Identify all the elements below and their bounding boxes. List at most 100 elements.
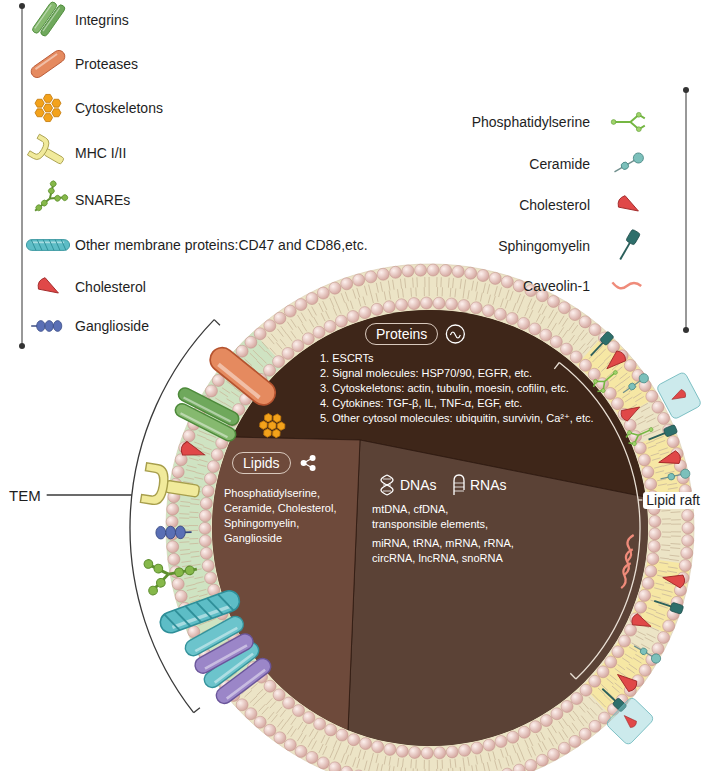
phospholipid-head <box>293 705 305 717</box>
ceramide-ball <box>639 647 648 656</box>
phospholipid-head <box>313 326 325 338</box>
legend-text: Integrins <box>75 12 129 28</box>
phospholipid-head <box>335 315 347 327</box>
cylinder <box>157 588 242 636</box>
cytoskeleton-hexagon <box>43 94 52 102</box>
phospholipid-head <box>639 589 651 601</box>
snare-bead <box>156 578 166 588</box>
phospholipid-head <box>477 270 489 282</box>
phospholipid-head <box>167 541 179 553</box>
phospholipid-head <box>204 473 216 485</box>
phospholipid-head <box>254 716 266 728</box>
icon-cer <box>612 151 645 176</box>
sphingomyelin-head <box>600 331 615 346</box>
phospholipid-head <box>427 264 439 276</box>
sector-body-text: Phosphatidylserine, Ceramide, Cholestero… <box>224 486 349 546</box>
phospholipid-head <box>681 547 693 559</box>
helix-stripe <box>207 595 223 618</box>
sector-body-text: 5. Other cytosol molecules: ubiquitin, s… <box>320 412 594 425</box>
phospholipid-head <box>551 708 563 720</box>
phospholipid-head <box>175 590 187 602</box>
cylinder <box>29 48 67 80</box>
cholesterol-cone <box>613 669 639 693</box>
ganglioside-bead <box>37 321 45 332</box>
helix-stripe <box>185 603 201 626</box>
phospholipid-head <box>336 729 348 741</box>
snare-stem <box>35 198 50 210</box>
icon-purple <box>201 639 274 706</box>
phospholipid-head <box>445 298 457 310</box>
phospholipid-head <box>383 301 395 313</box>
phospholipid-head <box>408 298 420 310</box>
phosphatidylserine-node <box>611 120 616 125</box>
icon-ps <box>624 421 656 447</box>
phospholipid-head <box>667 436 679 448</box>
cholesterol-cone <box>36 276 62 299</box>
snare-bead <box>61 194 69 202</box>
phospholipid-head <box>518 726 530 738</box>
phospholipid-head <box>384 743 396 755</box>
proteins-icon-ring <box>446 325 464 343</box>
phospholipid-head <box>645 478 657 490</box>
phospholipid-head <box>663 620 675 632</box>
phospholipid-head <box>465 267 477 279</box>
sphingomyelin-tail <box>591 343 603 356</box>
phospholipid-head <box>569 309 581 321</box>
icon-chol <box>619 402 643 423</box>
legend-text: Cytoskeletons <box>75 100 163 116</box>
phospholipid-head <box>205 572 217 584</box>
phospholipid-head <box>570 351 582 363</box>
sector-body-text: 2. Signal molecules: HSP70/90, EGFR, etc… <box>320 367 532 380</box>
phospholipid-head <box>612 398 624 410</box>
phospholipid-head <box>183 430 195 442</box>
sphingomyelin-head <box>626 229 641 245</box>
phospholipid-head <box>245 336 257 348</box>
phospholipid-head <box>167 503 179 515</box>
legend-text: Phosphatidylserine <box>472 114 590 130</box>
ganglioside-bead <box>53 321 61 332</box>
phospholipid-head <box>501 768 513 771</box>
phospholipid-head <box>540 329 552 341</box>
phospholipid-head <box>645 565 657 577</box>
phospholipid-head <box>283 697 295 709</box>
phospholipid-head <box>580 684 592 696</box>
cholesterol-cone <box>616 194 642 217</box>
cylinder-shine <box>184 397 231 421</box>
phospholipid-head <box>236 699 248 711</box>
icon-ps <box>611 112 645 131</box>
legend-text: Proteases <box>75 56 138 72</box>
snare-bead <box>174 567 184 577</box>
phospholipid-head <box>360 738 372 750</box>
legend-guide-dot <box>683 87 689 93</box>
phospholipid-head <box>264 320 276 332</box>
phospholipid-head <box>421 747 433 759</box>
legend-text: Cholesterol <box>519 197 590 213</box>
content-sector: Proteins1. ESCRTs2. Signal molecules: HS… <box>300 316 620 431</box>
phospholipid-head <box>452 266 464 278</box>
lipids-icon-dot <box>310 455 316 461</box>
phospholipid-head <box>295 745 307 757</box>
phospholipid-head <box>421 297 433 309</box>
legend-text: SNAREs <box>75 192 130 208</box>
icon-ps <box>590 365 622 395</box>
phospholipid-head <box>649 515 661 527</box>
content-sector: LipidsPhosphatidylserine, Ceramide, Chol… <box>220 446 370 556</box>
phospholipid-head <box>489 272 501 284</box>
phospholipid-head <box>205 385 217 397</box>
cholesterol-cone <box>602 349 627 374</box>
ceramide-ball <box>667 473 675 481</box>
phospholipid-head <box>458 300 470 312</box>
cholesterol-cone <box>619 402 643 423</box>
raft-box-shell <box>656 371 702 420</box>
phospholipid-head <box>396 745 408 757</box>
raft-bracket <box>559 363 640 680</box>
phospholipid-head <box>579 316 591 328</box>
snare-bead <box>185 565 195 575</box>
phospholipid-head <box>396 299 408 311</box>
legend-text: Ceramide <box>529 156 590 172</box>
phospholipid-head <box>471 742 483 754</box>
phospholipid-head <box>274 732 286 744</box>
raft-bracket-tick <box>570 673 576 679</box>
cylinder-shine <box>195 628 237 651</box>
phospholipid-head <box>317 757 329 769</box>
